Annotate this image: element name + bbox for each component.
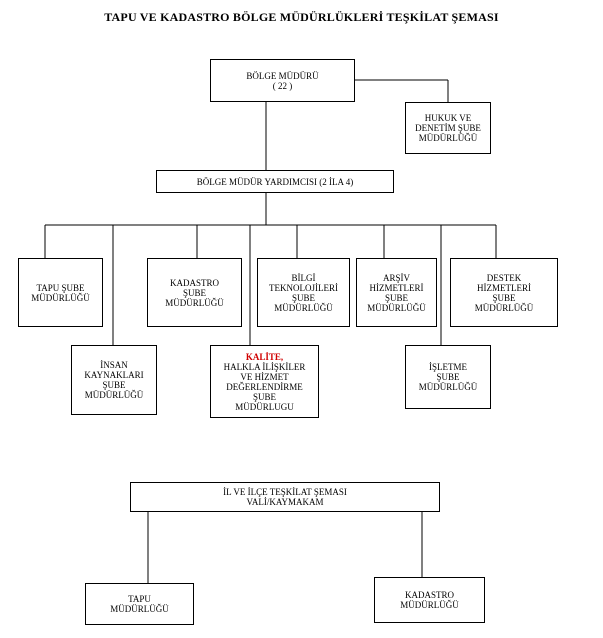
- hukuk-line-1: HUKUK VE: [424, 113, 472, 123]
- bolge-muduru-box: BÖLGE MÜDÜRÜ ( 22 ): [210, 59, 355, 102]
- arsiv-line-4: MÜDÜRLÜĞÜ: [367, 302, 426, 313]
- insan-line-4: MÜDÜRLÜĞÜ: [84, 390, 144, 400]
- destek-line-2: HİZMETLERİ: [477, 282, 531, 293]
- kalite-line-5: MÜDÜRLUGU: [235, 401, 294, 412]
- insan-kaynaklari-box: İNSAN KAYNAKLARI ŞUBE MÜDÜRLÜĞÜ: [71, 345, 157, 415]
- insan-line-2: KAYNAKLARI: [84, 370, 144, 380]
- bilgi-teknolojileri-box: BİLGİ TEKNOLOJİLERİ ŞUBE MÜDÜRLÜĞÜ: [257, 258, 350, 327]
- arsiv-hizmetleri-box: ARŞİV HİZMETLERİ ŞUBE MÜDÜRLÜĞÜ: [356, 258, 437, 327]
- bolge-mudur-yardimcisi-box: BÖLGE MÜDÜR YARDIMCISI (2 İLA 4): [156, 170, 394, 193]
- destek-hizmetleri-box: DESTEK HİZMETLERİ ŞUBE MÜDÜRLÜĞÜ: [450, 258, 558, 327]
- arsiv-line-2: HİZMETLERİ: [369, 282, 424, 293]
- kalite-line-1: HALKLA İLİŞKİLER: [223, 361, 306, 372]
- hukuk-line-3: MÜDÜRLÜĞÜ: [418, 133, 478, 143]
- isletme-box: İŞLETME ŞUBE MÜDÜRLÜĞÜ: [405, 345, 491, 409]
- kalite-halkla-iliskiler-box: KALİTE, HALKLA İLİŞKİLER VE HİZMET DEĞER…: [210, 345, 319, 418]
- tapu-sube-line-2: MÜDÜRLÜĞÜ: [31, 292, 90, 303]
- il-ilce-line-2: VALİ/KAYMAKAM: [246, 497, 324, 507]
- bilgi-line-1: BİLGİ: [291, 272, 316, 283]
- bilgi-line-4: MÜDÜRLÜĞÜ: [274, 302, 333, 313]
- kalite-line-2: VE HİZMET: [240, 371, 289, 382]
- kadastro-mud-line-1: KADASTRO: [404, 590, 454, 600]
- kalite-line-4: ŞUBE: [252, 391, 276, 402]
- hukuk-line-2: DENETİM ŞUBE: [415, 123, 481, 133]
- kalite-red-label: KALİTE,: [245, 351, 284, 362]
- kadastro-sube-line-2: ŞUBE: [182, 287, 206, 298]
- destek-line-4: MÜDÜRLÜĞÜ: [474, 302, 534, 313]
- arsiv-line-3: ŞUBE: [384, 292, 408, 303]
- tapu-sube-line-1: TAPU ŞUBE: [36, 282, 85, 293]
- yardimci-line-1: BÖLGE MÜDÜR YARDIMCISI (2 İLA 4): [196, 176, 354, 187]
- bolge-muduru-line-1: BÖLGE MÜDÜRÜ: [246, 70, 319, 81]
- kadastro-mud-line-2: MÜDÜRLÜĞÜ: [400, 600, 459, 610]
- bolge-muduru-line-2: ( 22 ): [272, 80, 293, 91]
- bilgi-line-2: TEKNOLOJİLERİ: [269, 282, 338, 293]
- kadastro-mudurlugu-box: KADASTRO MÜDÜRLÜĞÜ: [374, 577, 485, 623]
- insan-line-1: İNSAN: [100, 360, 128, 370]
- destek-line-1: DESTEK: [486, 272, 522, 283]
- tapu-mud-line-1: TAPU: [128, 594, 151, 604]
- insan-line-3: ŞUBE: [102, 380, 126, 390]
- tapu-mud-line-2: MÜDÜRLÜĞÜ: [110, 604, 169, 614]
- chart-title: TAPU VE KADASTRO BÖLGE MÜDÜRLÜKLERİ TEŞK…: [104, 10, 499, 24]
- tapu-sube-box: TAPU ŞUBE MÜDÜRLÜĞÜ: [18, 258, 103, 327]
- il-ilce-line-1: İL VE İLÇE TEŞKİLAT ŞEMASI: [223, 487, 347, 497]
- il-ilce-teskilat-box: İL VE İLÇE TEŞKİLAT ŞEMASI VALİ/KAYMAKAM: [130, 482, 440, 512]
- kadastro-sube-line-1: KADASTRO: [169, 277, 219, 288]
- isletme-line-1: İŞLETME: [429, 362, 467, 372]
- hukuk-denetim-box: HUKUK VE DENETİM ŞUBE MÜDÜRLÜĞÜ: [405, 102, 491, 154]
- kalite-line-3: DEĞERLENDİRME: [226, 381, 303, 392]
- isletme-line-2: ŞUBE: [436, 372, 460, 382]
- kadastro-sube-box: KADASTRO ŞUBE MÜDÜRLÜĞÜ: [147, 258, 242, 327]
- destek-line-3: ŞUBE: [492, 292, 516, 303]
- isletme-line-3: MÜDÜRLÜĞÜ: [418, 382, 478, 392]
- tapu-mudurlugu-box: TAPU MÜDÜRLÜĞÜ: [85, 583, 194, 625]
- kadastro-sube-line-3: MÜDÜRLÜĞÜ: [165, 297, 224, 308]
- bilgi-line-3: ŞUBE: [291, 292, 315, 303]
- arsiv-line-1: ARŞİV: [382, 272, 410, 283]
